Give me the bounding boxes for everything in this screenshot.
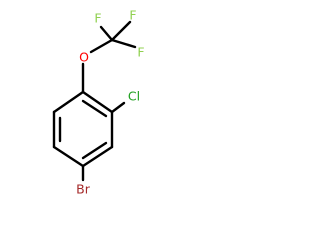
atom-label-f-upper-left: F <box>94 11 101 26</box>
bond-cf3-f2 <box>110 20 132 42</box>
atom-label-o: O <box>79 50 89 65</box>
bond-ring-double-inner-1 <box>81 99 108 118</box>
bond-cf3-f1 <box>99 25 114 42</box>
atom-label-f-right: F <box>137 45 144 60</box>
chemical-structure: Br Cl O F F F <box>52 8 145 197</box>
bond-ring-c1-c2 <box>81 90 114 114</box>
bond-ring-c6-c1 <box>52 90 85 114</box>
bond-cf3-f3 <box>110 38 137 49</box>
bond-o-cf3 <box>89 38 114 54</box>
bond-ring-c3-c4 <box>81 145 114 168</box>
bonds <box>52 20 137 182</box>
bond-ring-c4-c5 <box>52 145 85 168</box>
atom-label-br: Br <box>76 182 91 197</box>
atom-label-f-upper-right: F <box>129 8 136 23</box>
bond-ring-double-inner-2 <box>81 141 108 160</box>
atom-labels: Br Cl O F F F <box>76 8 144 197</box>
bond-c2-cl <box>110 101 126 114</box>
atom-label-cl: Cl <box>128 89 140 104</box>
